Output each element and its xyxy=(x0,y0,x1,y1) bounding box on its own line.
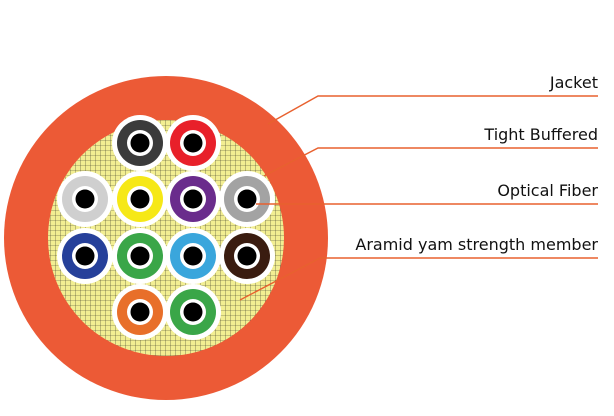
optical-fiber-label: Optical Fiber xyxy=(497,181,598,200)
optical-fiber-core xyxy=(183,246,203,266)
tight-buffered-leader-line xyxy=(263,147,598,177)
fiber-blue xyxy=(57,228,113,284)
fiber-green xyxy=(112,228,168,284)
fiber-aqua xyxy=(165,228,221,284)
optical-fiber-core xyxy=(130,133,150,153)
optical-fiber-core xyxy=(75,189,95,209)
fiber-gray xyxy=(219,171,275,227)
tight-buffered-fibers xyxy=(57,115,275,340)
fiber-orange xyxy=(112,284,168,340)
aramid-strength-member-label: Aramid yam strength member xyxy=(355,235,598,254)
optical-fiber-core xyxy=(130,246,150,266)
fiber-red xyxy=(165,115,221,171)
optical-fiber-core xyxy=(237,246,257,266)
optical-fiber-core xyxy=(130,302,150,322)
fiber-green-2 xyxy=(165,284,221,340)
fiber-black xyxy=(112,115,168,171)
aramid-leader-line xyxy=(239,257,598,301)
optical-fiber-core xyxy=(183,302,203,322)
optical-fiber-core xyxy=(183,189,203,209)
optical-fiber-core xyxy=(130,189,150,209)
aramid-yarn-mesh xyxy=(48,120,284,356)
fiber-yellow xyxy=(112,171,168,227)
optical-fiber-core xyxy=(75,246,95,266)
jacket-label: Jacket xyxy=(549,73,598,92)
tight-buffered-label: Tight Buffered xyxy=(483,125,598,144)
jacket-leader-line xyxy=(267,95,598,125)
optical-fiber-core xyxy=(237,189,257,209)
fiber-white xyxy=(57,171,113,227)
fiber-violet xyxy=(165,171,221,227)
fiber-brown xyxy=(219,228,275,284)
optical-fiber-core xyxy=(183,133,203,153)
